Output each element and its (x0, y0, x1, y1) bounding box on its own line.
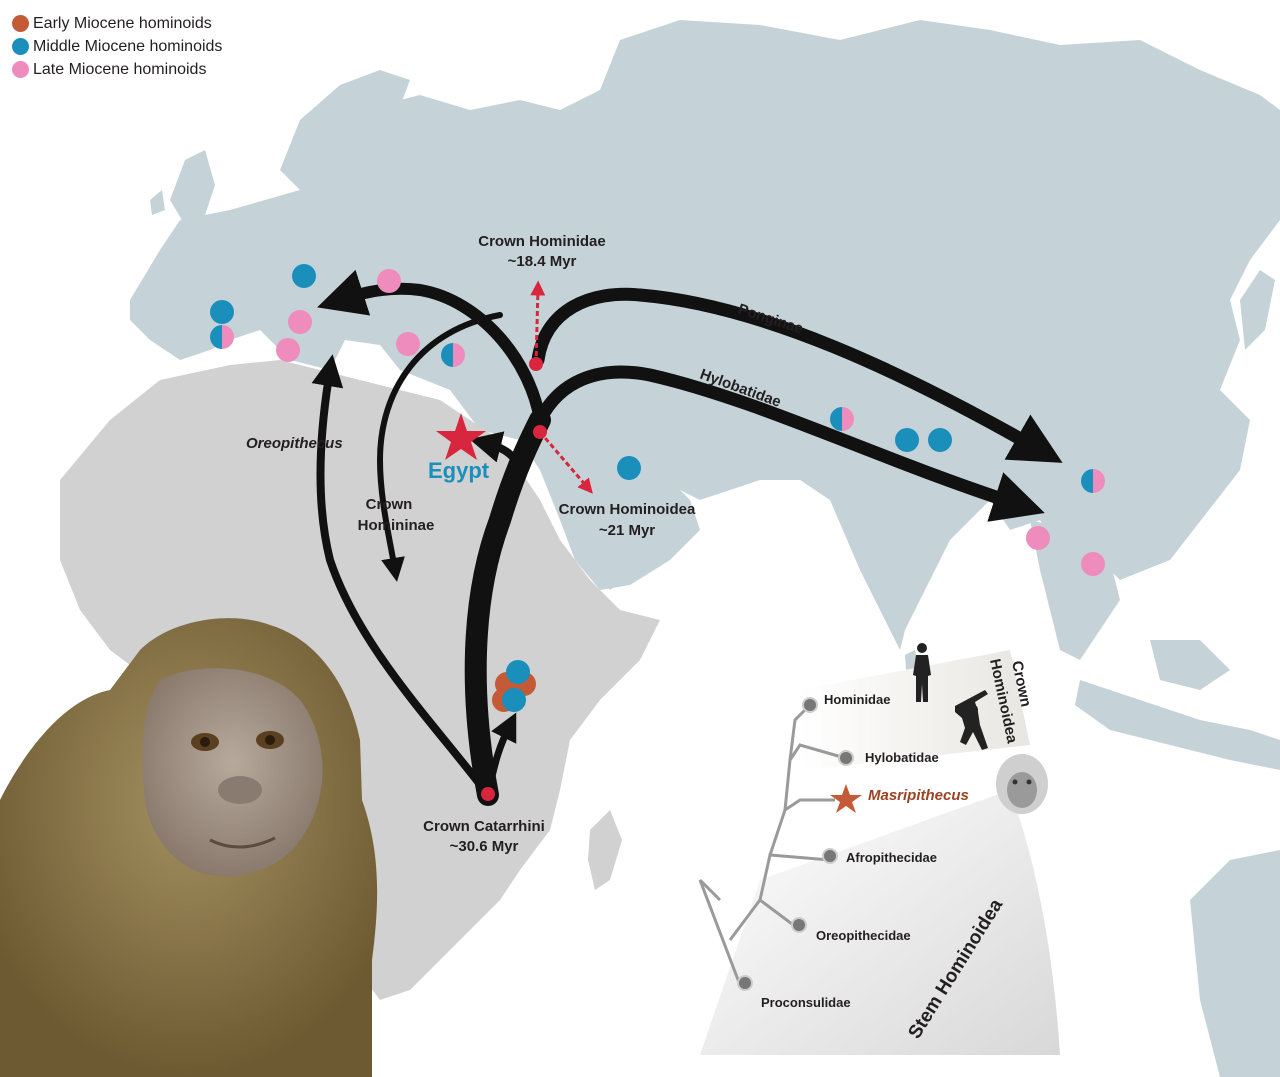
madagascar (588, 810, 622, 890)
gibbon-silhouette-icon (955, 690, 988, 750)
legend-label: Late Miocene hominoids (33, 60, 207, 78)
migration-arrows (311, 269, 1063, 806)
legend: Early Miocene hominoids Middle Miocene h… (12, 12, 222, 81)
site-late-miocene (396, 332, 420, 356)
site-middle-late-miocene (441, 343, 465, 367)
site-late-miocene (1081, 552, 1105, 576)
legend-item-middle: Middle Miocene hominoids (12, 35, 222, 58)
site-late-miocene (288, 310, 312, 334)
site-middle-miocene (210, 300, 234, 324)
label-egypt: Egypt (428, 458, 490, 483)
taxon-afropithecidae: Afropithecidae (846, 850, 937, 865)
label-crown-catarrhini-age: ~30.6 Myr (450, 838, 519, 855)
site-middle-miocene (617, 456, 641, 480)
middle-miocene-swatch (12, 38, 29, 55)
site-middle-late-miocene (1081, 469, 1105, 493)
arabian-peninsula (545, 430, 700, 590)
taxon-proconsulidae: Proconsulidae (761, 995, 851, 1010)
masripithecus-head-icon (996, 754, 1048, 814)
node-crown-hominidae (529, 357, 543, 371)
site-middle-miocene (928, 428, 952, 452)
japan-islands (1240, 270, 1275, 350)
node-age-arrows (530, 280, 593, 494)
site-middle-miocene (292, 264, 316, 288)
site-late-miocene (377, 269, 401, 293)
taxon-masripithecus: Masripithecus (868, 787, 969, 804)
legend-item-early: Early Miocene hominoids (12, 12, 222, 35)
legend-label: Middle Miocene hominoids (33, 37, 223, 55)
early-miocene-swatch (12, 15, 29, 32)
site-middle-late-miocene (210, 325, 234, 349)
arrow-crown-hominidae (530, 280, 546, 365)
british-isles (150, 150, 215, 225)
label-crown-homininae-1: Crown (366, 496, 413, 513)
arrow-hylobatidae (533, 365, 1045, 522)
legend-item-late: Late Miocene hominoids (12, 58, 222, 81)
node-crown-catarrhini (481, 787, 495, 801)
site-middle-miocene (506, 660, 530, 684)
site-middle-miocene (895, 428, 919, 452)
indonesia-islands (1075, 640, 1280, 770)
label-crown-hominoidea: Crown Hominoidea (559, 501, 696, 518)
egypt-star-icon (436, 413, 486, 460)
ape-illustration (0, 618, 378, 1077)
scandinavia (280, 70, 410, 200)
taxon-oreopithecidae: Oreopithecidae (816, 928, 911, 943)
arrow-crown-hominoidea (538, 431, 593, 494)
arrow-trunk-left (311, 354, 492, 799)
arrow-hominidae-europe (317, 269, 546, 426)
label-crown-hominoidea-age: ~21 Myr (599, 522, 655, 539)
arrow-east-africa (484, 712, 517, 799)
label-crown-homininae-2: Homininae (358, 517, 435, 534)
arrow-homininae (376, 312, 503, 582)
australia-corner (1190, 850, 1280, 1077)
taxon-hylobatidae: Hylobatidae (865, 750, 939, 765)
arrow-ponginae (531, 287, 1063, 463)
arrow-to-egypt (469, 431, 524, 474)
node-crown-hominoidea (533, 425, 547, 439)
site-middle-late-miocene (830, 407, 854, 431)
late-miocene-swatch (12, 61, 29, 78)
tree-nodes (737, 697, 854, 991)
crown-hominoidea-wedge (800, 650, 1030, 770)
taxon-hominidae: Hominidae (824, 692, 890, 707)
stem-hominoidea-wedge (700, 790, 1060, 1055)
label-oreopithecus: Oreopithecus (246, 435, 343, 452)
site-late-miocene (276, 338, 300, 362)
site-late-miocene (1026, 526, 1050, 550)
arrow-trunk (464, 409, 551, 806)
indian-subcontinent (830, 480, 960, 650)
human-silhouette-icon (913, 643, 931, 702)
legend-label: Early Miocene hominoids (33, 14, 212, 32)
label-crown-hominidae-age: ~18.4 Myr (508, 253, 577, 270)
label-crown-catarrhini: Crown Catarrhini (423, 818, 545, 835)
label-crown-hominidae: Crown Hominidae (478, 233, 606, 250)
site-middle-miocene (502, 688, 526, 712)
masripithecus-star-icon (830, 784, 862, 813)
